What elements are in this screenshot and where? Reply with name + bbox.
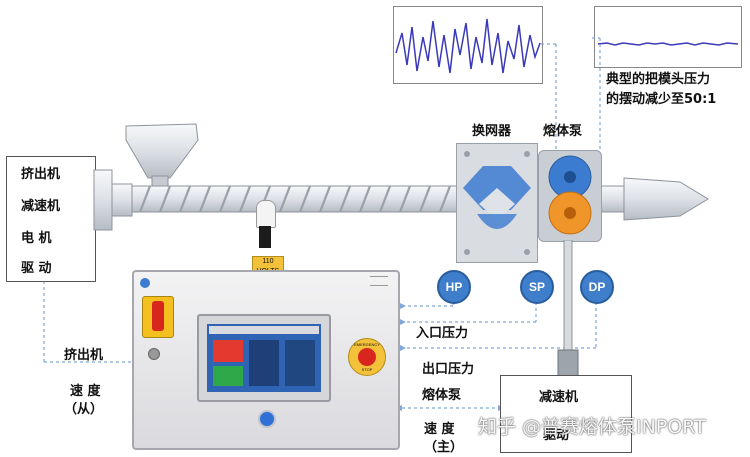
pump-drive-label: 驱动	[543, 428, 570, 443]
melt-pump-label: 熔体泵	[543, 124, 583, 139]
pump-drive-shaft	[557, 240, 579, 388]
downstream-pressure-scope	[594, 6, 742, 68]
screen-changer	[456, 143, 538, 263]
outlet-pressure-label: 出口压力	[422, 362, 475, 377]
panel-note-icon	[370, 276, 388, 286]
drive-label: 驱 动	[21, 261, 52, 276]
extruder-speed-slave: （从）	[64, 402, 104, 417]
fluctuating-pressure-wave	[395, 18, 541, 74]
dp-sensor: DP	[580, 270, 614, 304]
caption-line-1: 典型的把模头压力	[606, 72, 711, 87]
stop-text: STOP	[361, 367, 373, 372]
hmi-touch-screen[interactable]	[197, 314, 331, 402]
caption-line-2: 的摆动减少至50:1	[606, 92, 717, 107]
emergency-stop-button[interactable]: EMERGENCY STOP	[348, 338, 386, 376]
pump-gearbox-label: 减速机	[539, 390, 579, 405]
extruder-speed-label: 挤出机	[64, 348, 104, 363]
hp-sensor: HP	[437, 270, 471, 304]
pump-speed-master: （主）	[424, 440, 464, 455]
pump-speed-label: 速 度	[424, 422, 455, 437]
panel-logo-icon	[140, 278, 150, 288]
sp-sensor: SP	[520, 270, 554, 304]
hopper-icon	[125, 123, 199, 187]
extruder-speed-title: 速 度	[70, 384, 101, 399]
extruder-label: 挤出机	[21, 167, 61, 182]
extruder-drive-box: 挤出机 减速机 电 机 驱 动	[6, 156, 96, 282]
stable-pressure-wave	[597, 42, 739, 46]
emergency-text: EMERGENCY	[354, 342, 380, 347]
motor-label: 电 机	[21, 231, 52, 246]
beacon-light-icon	[254, 200, 276, 256]
inlet-pressure-label: 入口压力	[416, 326, 469, 341]
upstream-pressure-scope	[393, 6, 543, 84]
power-switch-icon[interactable]	[142, 296, 174, 338]
lower-gear-icon	[548, 191, 592, 235]
voltage-tag-number: 110	[262, 258, 274, 265]
pump-gearbox-box: 减速机 驱动	[500, 375, 632, 453]
start-button[interactable]	[258, 410, 276, 428]
watermark: 知乎 @普赛熔体泵INPORT	[478, 416, 706, 438]
hmi-display[interactable]	[207, 324, 321, 392]
gearbox-label: 减速机	[21, 199, 61, 214]
melt-pump	[538, 150, 602, 242]
screen-changer-label: 换网器	[472, 124, 512, 139]
melt-pump-speed-label: 熔体泵	[422, 388, 462, 403]
panel-indicator-icon	[148, 348, 160, 360]
emergency-stop-icon	[358, 348, 376, 366]
screen-changer-valve-icon	[463, 151, 531, 255]
